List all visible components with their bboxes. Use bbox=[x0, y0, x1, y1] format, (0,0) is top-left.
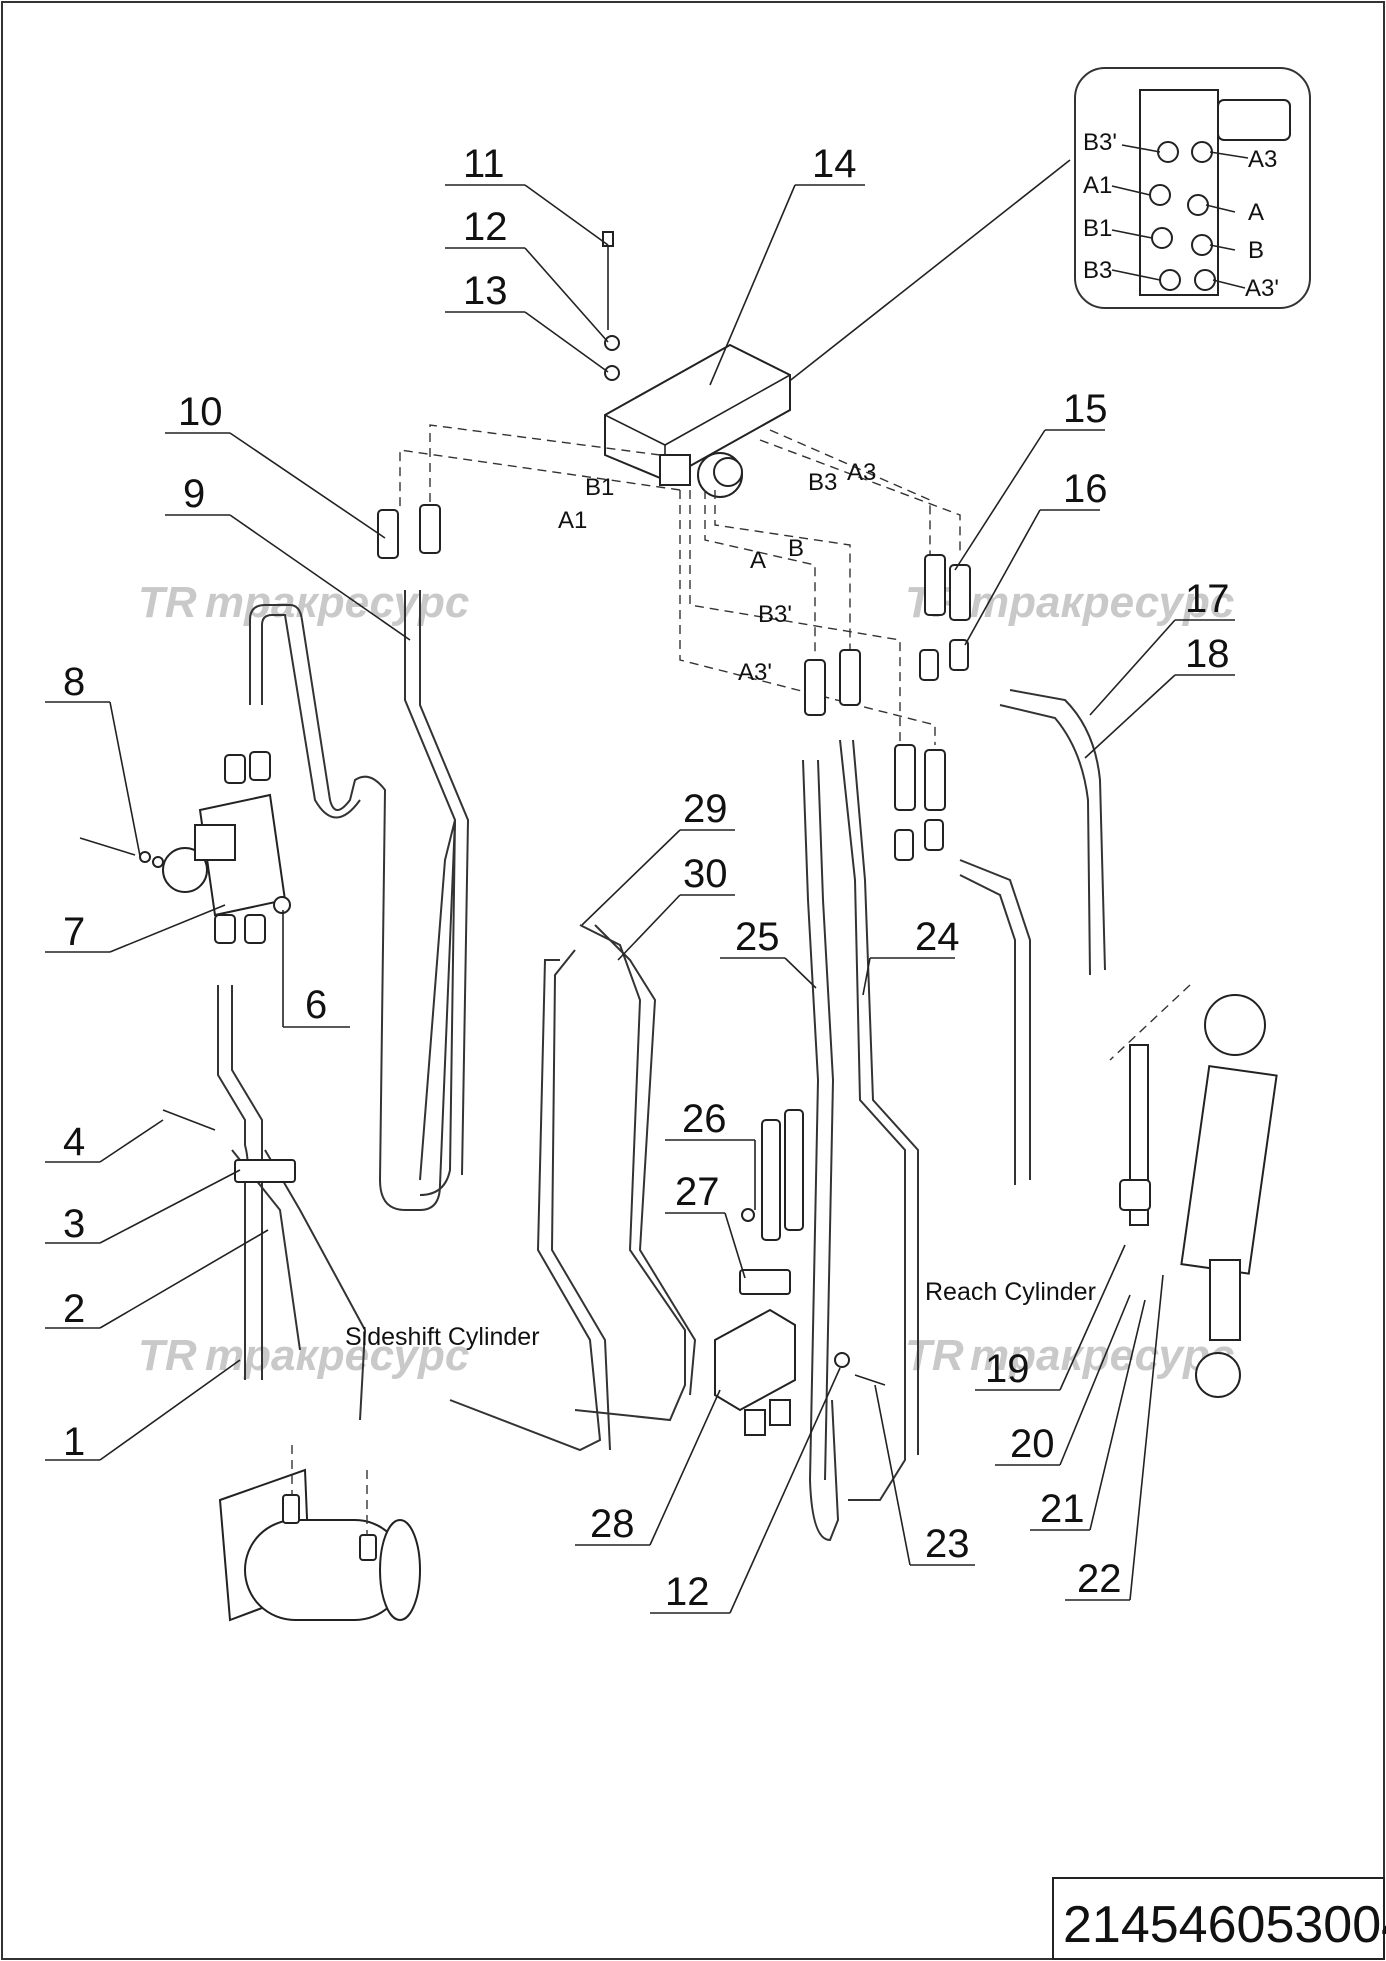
part-number: 17 bbox=[1185, 577, 1230, 621]
sideshift-cylinder-caption: Sideshift Cylinder bbox=[345, 1323, 540, 1351]
part-number: 16 bbox=[1063, 467, 1108, 511]
part-number: 8 bbox=[63, 660, 85, 704]
port-label: A1 bbox=[1083, 172, 1112, 199]
port-label: B3' bbox=[1083, 129, 1117, 156]
part-number: 14 bbox=[812, 142, 857, 186]
reach-cylinder bbox=[1109, 984, 1278, 1398]
part-number: 9 bbox=[183, 472, 205, 516]
reach-cylinder-caption: Reach Cylinder bbox=[925, 1278, 1096, 1306]
line-port-label: B3 bbox=[808, 469, 837, 496]
part-number: 4 bbox=[63, 1120, 85, 1164]
document-number-box bbox=[1052, 1877, 1385, 1960]
part-number: 24 bbox=[915, 915, 960, 959]
part-number: 3 bbox=[63, 1202, 85, 1246]
line-port-label: A bbox=[750, 547, 766, 574]
part-number: 30 bbox=[683, 852, 728, 896]
port-label: A bbox=[1248, 199, 1264, 226]
valve-detail-inset: B3' A3 A1 A B1 B B3 A3' bbox=[1074, 67, 1311, 309]
document-number: 214546053004 bbox=[1063, 1896, 1386, 1954]
hydraulic-lines bbox=[217, 590, 1106, 1542]
bracket-3 bbox=[162, 1109, 296, 1183]
part-number: 27 bbox=[675, 1170, 720, 1214]
watermark-logo: TR bbox=[138, 1331, 197, 1380]
watermarks: TR тракресурс TR тракресурс TR тракресур… bbox=[138, 578, 1234, 1380]
part-number: 15 bbox=[1063, 387, 1108, 431]
part-number: 22 bbox=[1077, 1557, 1122, 1601]
line-port-label: A3 bbox=[847, 459, 876, 486]
part-number: 25 bbox=[735, 915, 780, 959]
part-number: 1 bbox=[63, 1420, 85, 1464]
part-number: 23 bbox=[925, 1522, 970, 1566]
part-number: 20 bbox=[1010, 1422, 1055, 1466]
part-number: 21 bbox=[1040, 1487, 1085, 1531]
part-number: 19 bbox=[985, 1347, 1030, 1391]
line-port-label: B1 bbox=[585, 474, 614, 501]
port-label: B1 bbox=[1083, 215, 1112, 242]
part-number: 13 bbox=[463, 269, 508, 313]
leader-lines bbox=[45, 184, 1235, 1614]
watermark-text: тракресурс bbox=[970, 1331, 1234, 1380]
part-number: 2 bbox=[63, 1287, 85, 1331]
part-number: 26 bbox=[682, 1097, 727, 1141]
part-number-labels: 1 2 3 4 6 7 8 9 10 11 12 13 14 15 16 17 … bbox=[63, 142, 1230, 1614]
watermark-text: тракресурс bbox=[970, 578, 1234, 627]
part-number: 28 bbox=[590, 1502, 635, 1546]
watermark-text: тракресурс bbox=[205, 578, 469, 627]
valve-7 bbox=[79, 751, 291, 944]
port-label: A3' bbox=[1245, 275, 1279, 302]
port-label: B3 bbox=[1083, 257, 1112, 284]
part-number: 7 bbox=[63, 910, 85, 954]
pump-motor bbox=[218, 1445, 421, 1622]
fittings bbox=[377, 504, 971, 861]
part-number: 12 bbox=[463, 205, 508, 249]
part-number: 12 bbox=[665, 1570, 710, 1614]
line-port-label: B bbox=[788, 535, 804, 562]
line-port-label: A3' bbox=[738, 659, 772, 686]
part-number: 6 bbox=[305, 983, 327, 1027]
port-label: A3 bbox=[1248, 146, 1277, 173]
main-valve-block bbox=[602, 231, 791, 498]
part-number: 18 bbox=[1185, 632, 1230, 676]
part-number: 29 bbox=[683, 787, 728, 831]
valve-block-28 bbox=[714, 1109, 886, 1436]
watermark-logo: TR bbox=[138, 578, 197, 627]
line-port-label: B3' bbox=[758, 601, 792, 628]
part-number: 11 bbox=[463, 142, 505, 186]
port-label: B bbox=[1248, 237, 1264, 264]
watermark-text: тракресурс bbox=[205, 1331, 469, 1380]
watermark-logo: TR bbox=[905, 1331, 964, 1380]
line-port-label: A1 bbox=[558, 507, 587, 534]
part-number: 10 bbox=[178, 390, 223, 434]
